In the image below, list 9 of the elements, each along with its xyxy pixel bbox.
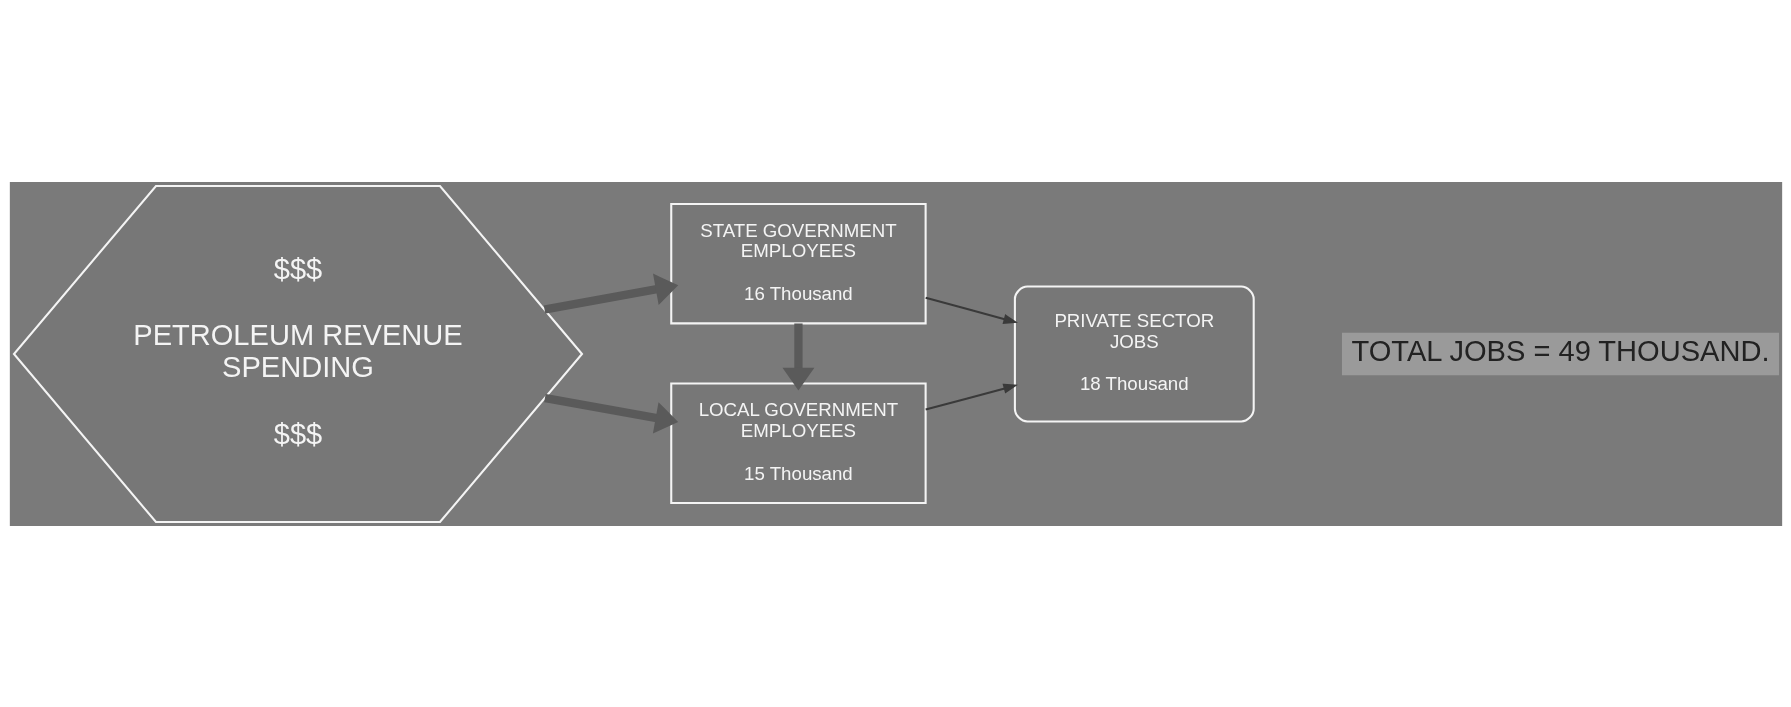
arrow (924, 296, 1018, 324)
node-box: STATE GOVERNMENT EMPLOYEES 16 Thousand (669, 202, 927, 324)
arrow (543, 393, 678, 434)
arrow (543, 273, 678, 314)
arrow (924, 383, 1018, 411)
arrow (781, 323, 814, 391)
node-box: PRIVATE SECTOR JOBS 18 Thousand (1013, 284, 1255, 423)
node-box: LOCAL GOVERNMENT EMPLOYEES 15 Thousand (669, 382, 927, 504)
label: TOTAL JOBS = 49 THOUSAND. (1350, 334, 1770, 367)
